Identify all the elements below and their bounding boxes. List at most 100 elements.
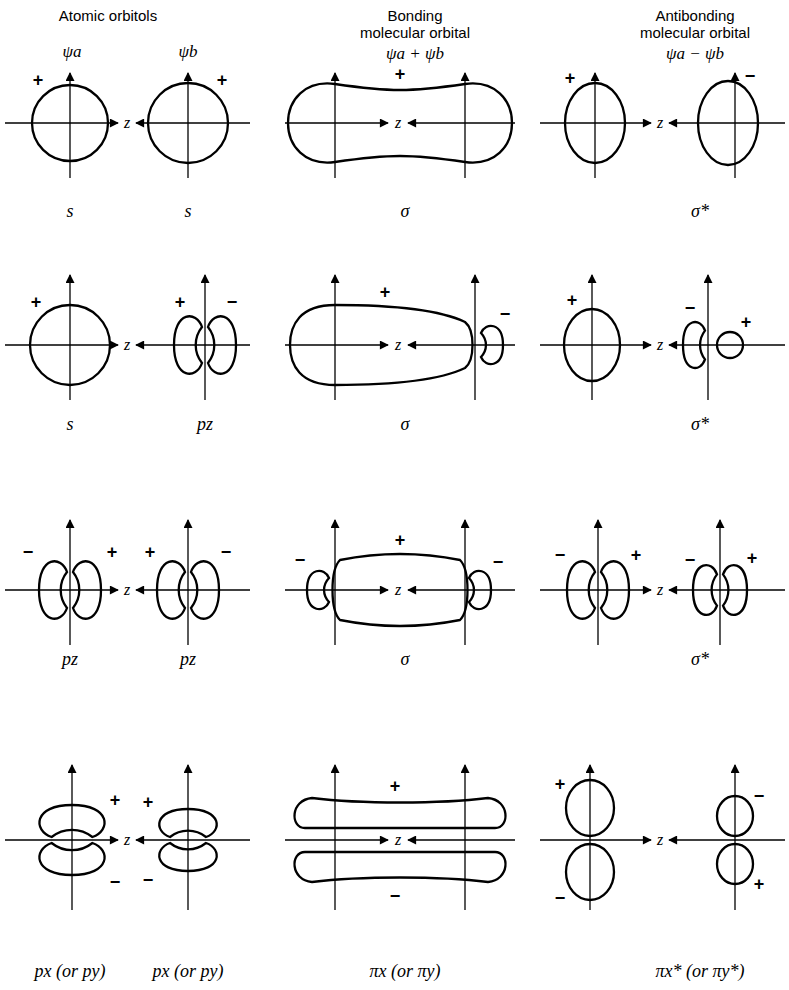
orbital-lobe [566,844,614,900]
axis-line [669,839,785,840]
axis-line [669,589,785,590]
phase-sign: − [493,553,504,571]
axis-line [285,839,388,840]
axis-label: z [656,115,664,131]
phase-sign: − [221,543,232,561]
orbital-lobe [717,844,753,884]
axis-line [540,122,651,123]
orbital-lobe [159,809,216,837]
orbital-lobe [191,561,219,618]
phase-sign: − [500,305,511,323]
axis-line [136,589,250,590]
orbital-lobe [208,316,236,373]
orbital-lobe [39,561,67,618]
phase-sign: + [175,293,186,311]
axis-label: z [656,832,664,848]
phase-sign: − [685,299,696,317]
axis-label: z [394,337,402,353]
phase-sign: − [754,787,765,805]
orbital-lobe [683,322,705,368]
axis-line [540,589,651,590]
phase-sign: + [747,549,758,567]
axis-label: z [394,832,402,848]
axis-label: z [394,115,402,131]
axis-line [5,122,118,123]
orbital-lobe [307,571,329,609]
axis-label: z [123,832,131,848]
phase-sign: + [145,543,156,561]
axis-line [669,344,785,345]
phase-sign: + [741,313,752,331]
axis-line [5,344,118,345]
phase-sign: + [565,69,576,87]
axis-line [408,589,515,590]
axis-line [187,520,188,645]
orbital-lobe [565,83,625,163]
axis-line [71,765,72,910]
orbital-lobe [566,780,614,836]
axis-label: z [123,582,131,598]
wavefunction-label: ψa + ψb [386,45,444,64]
wavefunction-label: ψa − ψb [666,45,724,64]
orbital-lobe [290,305,473,385]
axis-label: z [656,582,664,598]
phase-sign: − [23,543,34,561]
orbital-lobe [288,83,512,162]
orbital-label: pz [180,650,196,670]
axis-line [285,344,388,345]
column-heading: Bonding molecular orbital [356,8,474,41]
phase-sign: + [555,775,566,793]
axis-line [589,765,590,910]
axis-line [69,275,70,400]
phase-sign: − [745,67,756,85]
orbital-label: pz [62,650,78,670]
axis-line [136,344,250,345]
axis-line [707,275,708,400]
phase-sign: + [395,531,406,549]
row-s-pz [5,275,785,400]
orbital-lobe [295,852,506,882]
phase-sign: − [227,293,238,311]
orbital-label: σ [401,650,410,670]
orbital-lobe [564,309,620,381]
column-heading: Atomic orbitols [59,8,157,25]
phase-sign: + [31,293,42,311]
orbital-label: px (or py) [35,962,106,982]
axis-line [69,73,70,178]
phase-sign: − [555,546,566,564]
orbital-label: px (or py) [153,962,224,982]
orbital-lobe [148,83,228,163]
wavefunction-label: ψa [62,43,81,62]
axis-line [734,73,735,178]
orbital-lobe [295,798,506,828]
axis-line [334,520,335,645]
phase-sign: + [567,291,578,309]
orbital-label: s [66,202,73,222]
axis-line [334,275,335,400]
orbital-lobe [481,326,503,364]
orbital-lobe [30,305,110,385]
phase-sign: − [110,873,121,891]
axis-line [669,122,785,123]
orbital-label: s [66,415,73,435]
phase-sign: + [380,283,391,301]
row-s-s [5,73,785,178]
orbital-lobe [693,565,717,615]
orbital-label: πx* (or πy*) [655,962,744,982]
phase-sign: + [390,777,401,795]
axis-line [136,122,250,123]
orbital-lobe [567,561,595,618]
axis-line [334,765,335,910]
axis-line [69,520,70,645]
orbital-lobe [39,843,104,875]
axis-line [734,765,735,910]
orbital-lobe [157,561,185,618]
axis-label: z [656,337,664,353]
orbital-label: σ [401,202,410,222]
phase-sign: − [555,889,566,907]
phase-sign: + [33,71,44,89]
axis-label: z [123,115,131,131]
orbital-lobe [698,81,758,165]
